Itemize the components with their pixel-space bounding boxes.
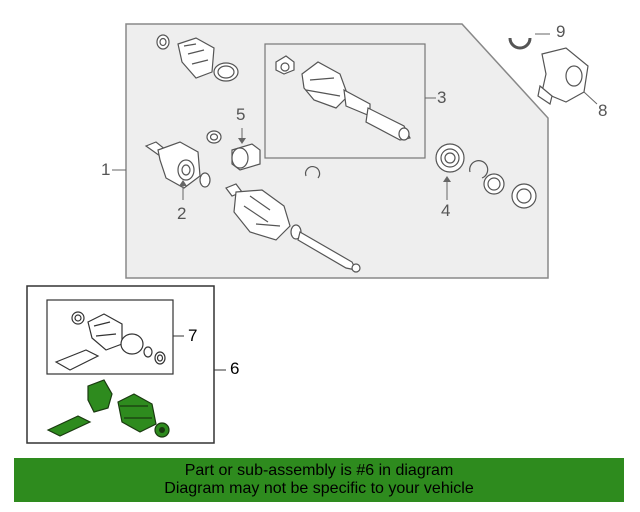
snap-rings [206,130,321,179]
bushing [231,143,261,171]
outer-cv-joint [144,141,211,189]
callout-3: 3 [437,88,447,107]
inner-cv-joint [275,55,411,141]
info-banner: Part or sub-assembly is #6 in diagram Di… [14,458,624,502]
clip-part [508,37,532,50]
callout-7: 7 [188,326,198,345]
callout-6: 6 [230,359,240,378]
outer-boot-parts [156,34,239,82]
callout-8: 8 [598,101,608,120]
banner-line-2: Diagram may not be specific to your vehi… [164,480,474,497]
sub-kit-parts [54,311,166,371]
callout-1: 1 [101,160,111,179]
bracket-part [537,47,589,105]
banner-line-1: Part or sub-assembly is #6 in diagram [184,462,454,479]
callout-2: 2 [177,204,187,223]
callout-4: 4 [441,201,451,220]
inner-joint-shaft [225,183,361,273]
kit-highlighted-parts [46,379,170,438]
callout-9: 9 [556,22,566,41]
callout-5: 5 [236,105,246,124]
bearing-rings [435,143,537,209]
